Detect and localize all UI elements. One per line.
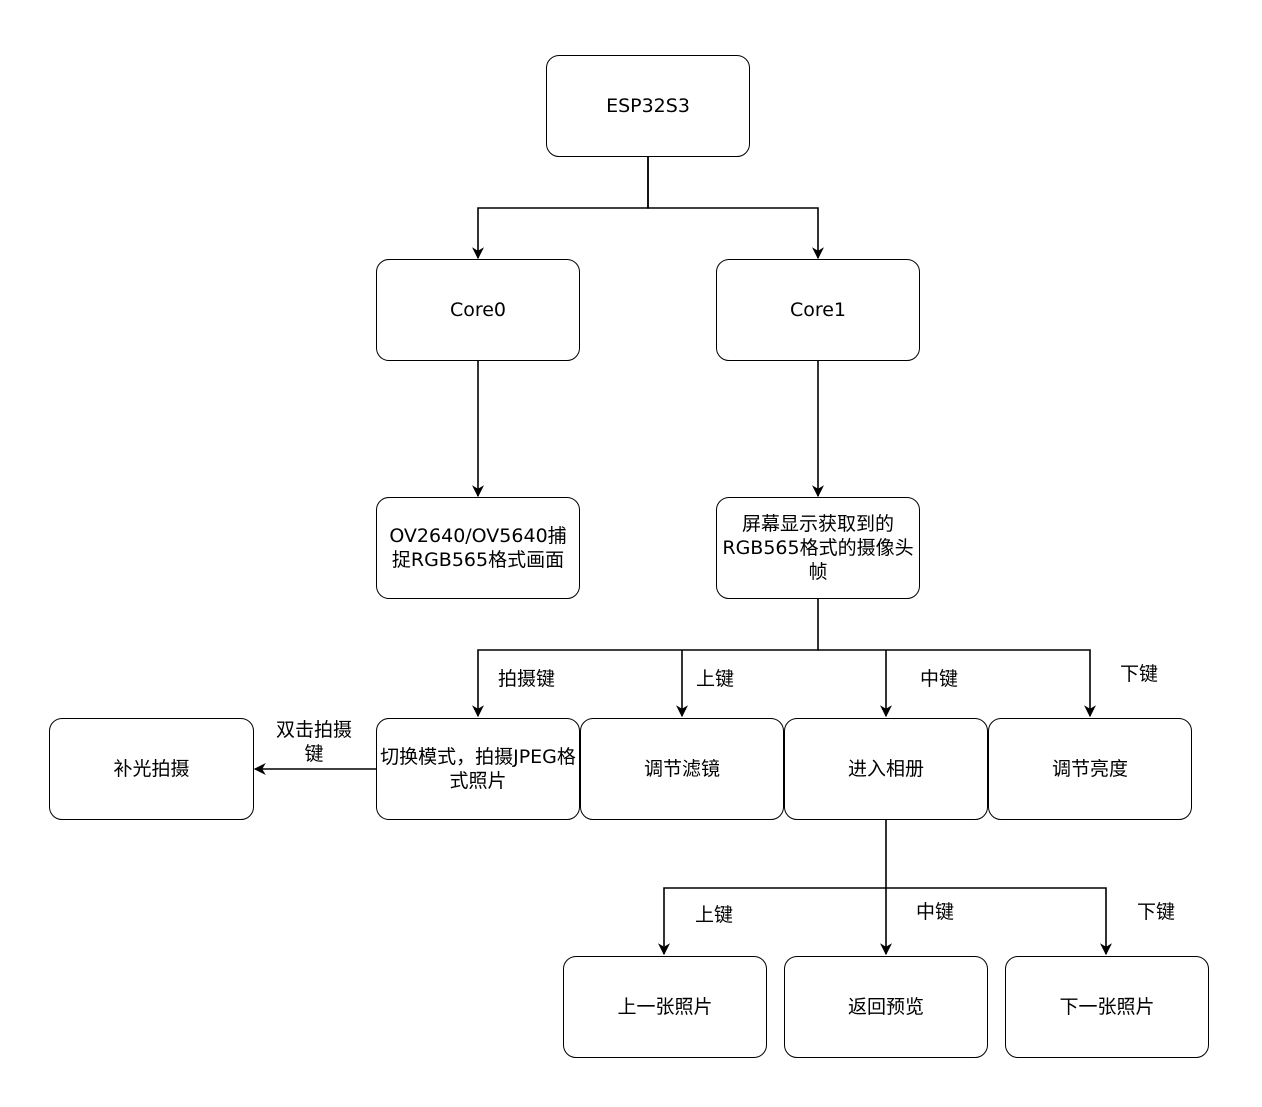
node-core1-label: Core1: [789, 299, 847, 321]
node-back-preview: 返回预览: [784, 956, 988, 1058]
node-core0-label: Core0: [449, 299, 507, 321]
node-core1: Core1: [716, 259, 920, 361]
node-esp32s3: ESP32S3: [546, 55, 750, 157]
edge-display-switch-mode: [472, 599, 819, 718]
node-core0: Core0: [376, 259, 580, 361]
edge-label-album-down-key: 下键: [1137, 901, 1176, 923]
edge-label-double-click: 双击拍摄键: [275, 719, 352, 765]
node-album: 进入相册: [784, 718, 988, 820]
node-album-label: 进入相册: [847, 758, 924, 780]
node-flash-shoot-label: 补光拍摄: [113, 758, 190, 780]
edge-album-prev: [658, 820, 887, 956]
node-back-preview-label: 返回预览: [847, 996, 924, 1018]
edge-label-down-key: 下键: [1120, 663, 1159, 685]
node-next-photo: 下一张照片: [1005, 956, 1209, 1058]
edge-label-mid-key: 中键: [920, 668, 959, 690]
edge-esp32s3-core1: [647, 157, 824, 260]
node-switch-mode: 切换模式，拍摄JPEG格式照片: [376, 718, 580, 820]
edge-label-album-up-key: 上键: [695, 904, 734, 926]
node-filter-label: 调节滤镜: [643, 758, 720, 780]
node-display: 屏幕显示获取到的RGB565格式的摄像头帧: [716, 497, 920, 599]
node-flash-shoot: 补光拍摄: [49, 718, 254, 820]
node-switch-mode-label: 切换模式，拍摄JPEG格式照片: [380, 746, 576, 792]
node-filter: 调节滤镜: [580, 718, 784, 820]
node-brightness: 调节亮度: [988, 718, 1192, 820]
edge-display-brightness: [818, 649, 1096, 718]
edge-label-up-key: 上键: [696, 668, 735, 690]
node-display-label: 屏幕显示获取到的RGB565格式的摄像头帧: [722, 513, 914, 583]
node-prev-photo: 上一张照片: [563, 956, 767, 1058]
node-capture: OV2640/OV5640捕捉RGB565格式画面: [376, 497, 580, 599]
edge-label-shoot-key: 拍摄键: [498, 668, 556, 690]
node-capture-label: OV2640/OV5640捕捉RGB565格式画面: [389, 525, 567, 571]
node-next-photo-label: 下一张照片: [1059, 996, 1155, 1018]
node-brightness-label: 调节亮度: [1051, 758, 1128, 780]
edge-label-album-mid-key: 中键: [916, 901, 955, 923]
edge-esp32s3-core0: [472, 157, 649, 260]
node-esp32s3-label: ESP32S3: [606, 95, 690, 117]
node-prev-photo-label: 上一张照片: [617, 996, 713, 1018]
edge-album-next: [886, 887, 1112, 956]
